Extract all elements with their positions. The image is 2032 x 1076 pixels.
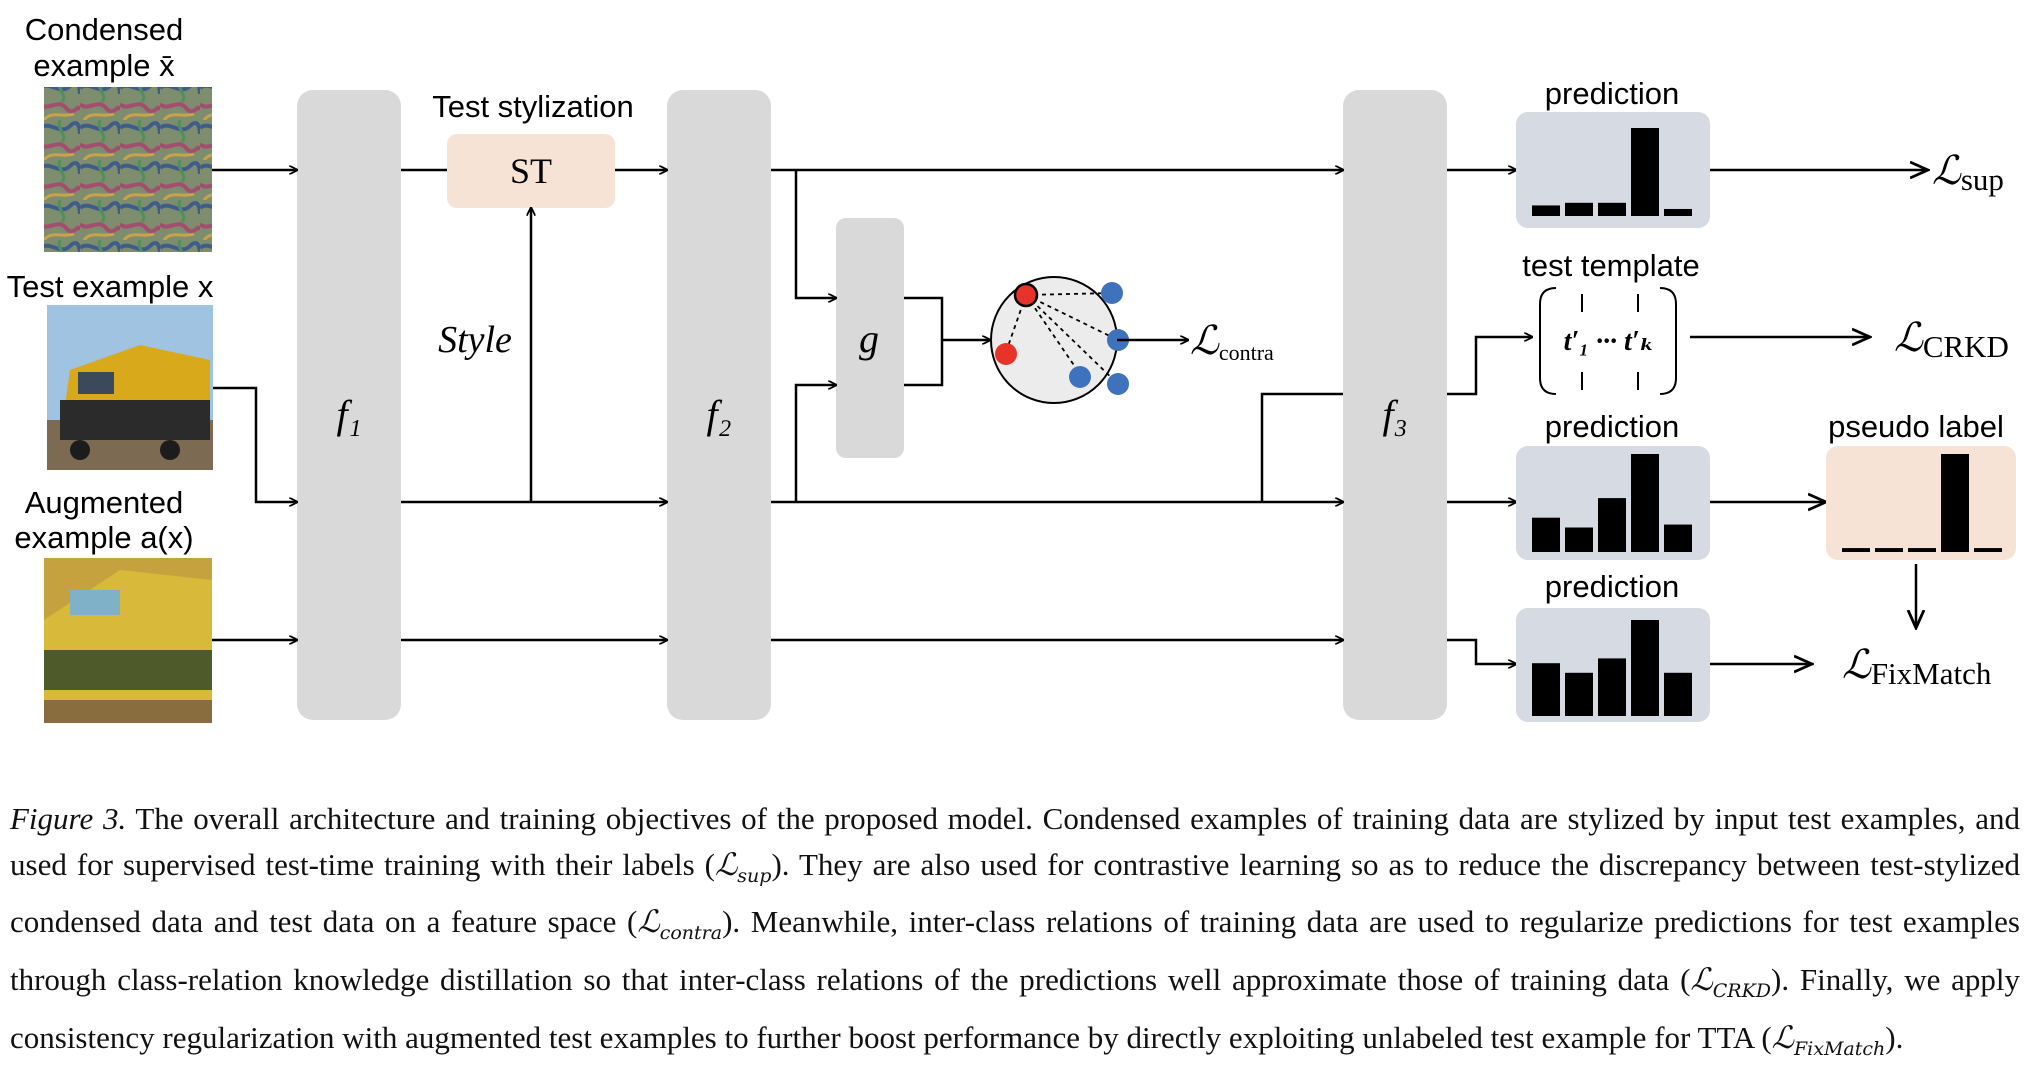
f1-label: f₁ xyxy=(336,392,361,437)
f1-block xyxy=(297,90,401,720)
histogram-bar xyxy=(1598,498,1626,552)
f3-block xyxy=(1343,90,1447,720)
loss-contra: ℒcontra xyxy=(1190,318,1274,365)
histogram-bar xyxy=(1631,620,1659,716)
histogram-bar xyxy=(1664,208,1692,216)
histogram-bar xyxy=(1565,527,1593,552)
histogram-bar xyxy=(1532,663,1560,716)
caption-text-1: The overall architecture and training ob… xyxy=(10,801,2020,882)
g-output-arrows xyxy=(904,296,990,387)
histogram-bar xyxy=(1664,524,1692,552)
caption-text-4: ). Finally, we apply consistency regular… xyxy=(10,961,2020,1055)
histogram-bar xyxy=(1631,128,1659,216)
prediction-histogram-1 xyxy=(1532,128,1692,216)
f1-f2-arrows xyxy=(401,170,667,640)
prediction-label-1: prediction xyxy=(1545,76,1679,111)
f2-block xyxy=(667,90,771,720)
prediction-histogram-3 xyxy=(1532,620,1692,716)
pseudo-label-histogram xyxy=(1842,454,2002,552)
histogram-bar xyxy=(1664,672,1692,716)
caption-label: Figure 3. xyxy=(10,801,127,836)
augmented-example-group: Augmented example a(x) xyxy=(14,485,212,723)
histogram-bar xyxy=(1908,548,1936,552)
histogram-bar xyxy=(1565,202,1593,216)
g-label: g xyxy=(859,316,879,361)
architecture-diagram: Condensed example x̄ Test example x Augm… xyxy=(7,12,2016,723)
stylization-title: Test stylization xyxy=(432,89,634,124)
positive-node xyxy=(1069,366,1091,388)
histogram-bar xyxy=(1974,548,2002,552)
input-arrows xyxy=(212,170,297,640)
caption-text-2: ). They are also used for contrastive le… xyxy=(10,846,2020,940)
augmented-example-image xyxy=(44,558,212,723)
prediction-label-3: prediction xyxy=(1545,569,1679,604)
condensed-title-line2: example x̄ xyxy=(33,48,175,83)
template-content: t′₁ ··· t′ₖ xyxy=(1564,326,1655,357)
st-label: ST xyxy=(510,151,552,191)
histogram-bar xyxy=(1941,454,1969,552)
st-box xyxy=(447,134,615,208)
histogram-bar xyxy=(1631,454,1659,552)
loss-fixmatch: ℒFixMatch xyxy=(1842,642,1992,691)
histogram-bar xyxy=(1532,517,1560,552)
style-label: Style xyxy=(438,319,512,361)
pseudo-label-box xyxy=(1826,446,2016,560)
histogram-bar xyxy=(1598,658,1626,716)
template-matrix xyxy=(1539,287,1677,395)
g-block xyxy=(836,218,904,458)
loss-sup: ℒsup xyxy=(1932,148,2004,197)
condensed-example-image xyxy=(44,87,212,252)
condensed-title-line1: Condensed xyxy=(25,12,184,47)
caption-loss-contra: ℒcontra xyxy=(637,904,723,945)
histogram-bar xyxy=(1875,548,1903,552)
caption-loss-fixmatch: ℒFixMatch xyxy=(1771,1019,1886,1060)
prediction-box-1 xyxy=(1516,112,1710,228)
prediction-histogram-2 xyxy=(1532,454,1692,552)
caption-text-5: ). xyxy=(1885,1019,1904,1055)
condensed-example-group: Condensed example x̄ xyxy=(25,12,212,252)
positive-node xyxy=(1101,282,1123,304)
f2-f3-arrows xyxy=(771,170,1343,640)
histogram-bar xyxy=(1598,202,1626,216)
prediction-label-2: prediction xyxy=(1545,409,1679,444)
anchor-node xyxy=(1013,282,1039,308)
pseudo-label-title: pseudo label xyxy=(1828,409,2004,444)
f2-label: f₂ xyxy=(706,392,731,437)
histogram-bar xyxy=(1565,672,1593,716)
test-example-image xyxy=(47,305,213,470)
caption-loss-crkd: ℒCRKD xyxy=(1690,961,1772,1003)
augmented-title-line1: Augmented xyxy=(25,485,184,520)
histogram-bar xyxy=(1532,205,1560,216)
contrastive-graph xyxy=(990,276,1129,404)
loss-crkd: ℒCRKD xyxy=(1894,315,2009,364)
test-title: Test example x xyxy=(7,269,214,304)
caption-loss-sup: ℒsup xyxy=(714,846,772,887)
negative-node xyxy=(995,343,1017,365)
test-example-group: Test example x xyxy=(7,269,214,470)
template-label: test template xyxy=(1522,248,1699,283)
figure-caption: Figure 3. The overall architecture and t… xyxy=(10,796,2020,1072)
caption-text-3: ). Meanwhile, inter-class relations of t… xyxy=(10,904,2020,997)
f3-output-arrows xyxy=(1447,170,1532,664)
f3-label: f₃ xyxy=(1382,392,1407,437)
augmented-title-line2: example a(x) xyxy=(14,520,193,555)
histogram-bar xyxy=(1842,548,1870,552)
positive-node xyxy=(1107,373,1129,395)
